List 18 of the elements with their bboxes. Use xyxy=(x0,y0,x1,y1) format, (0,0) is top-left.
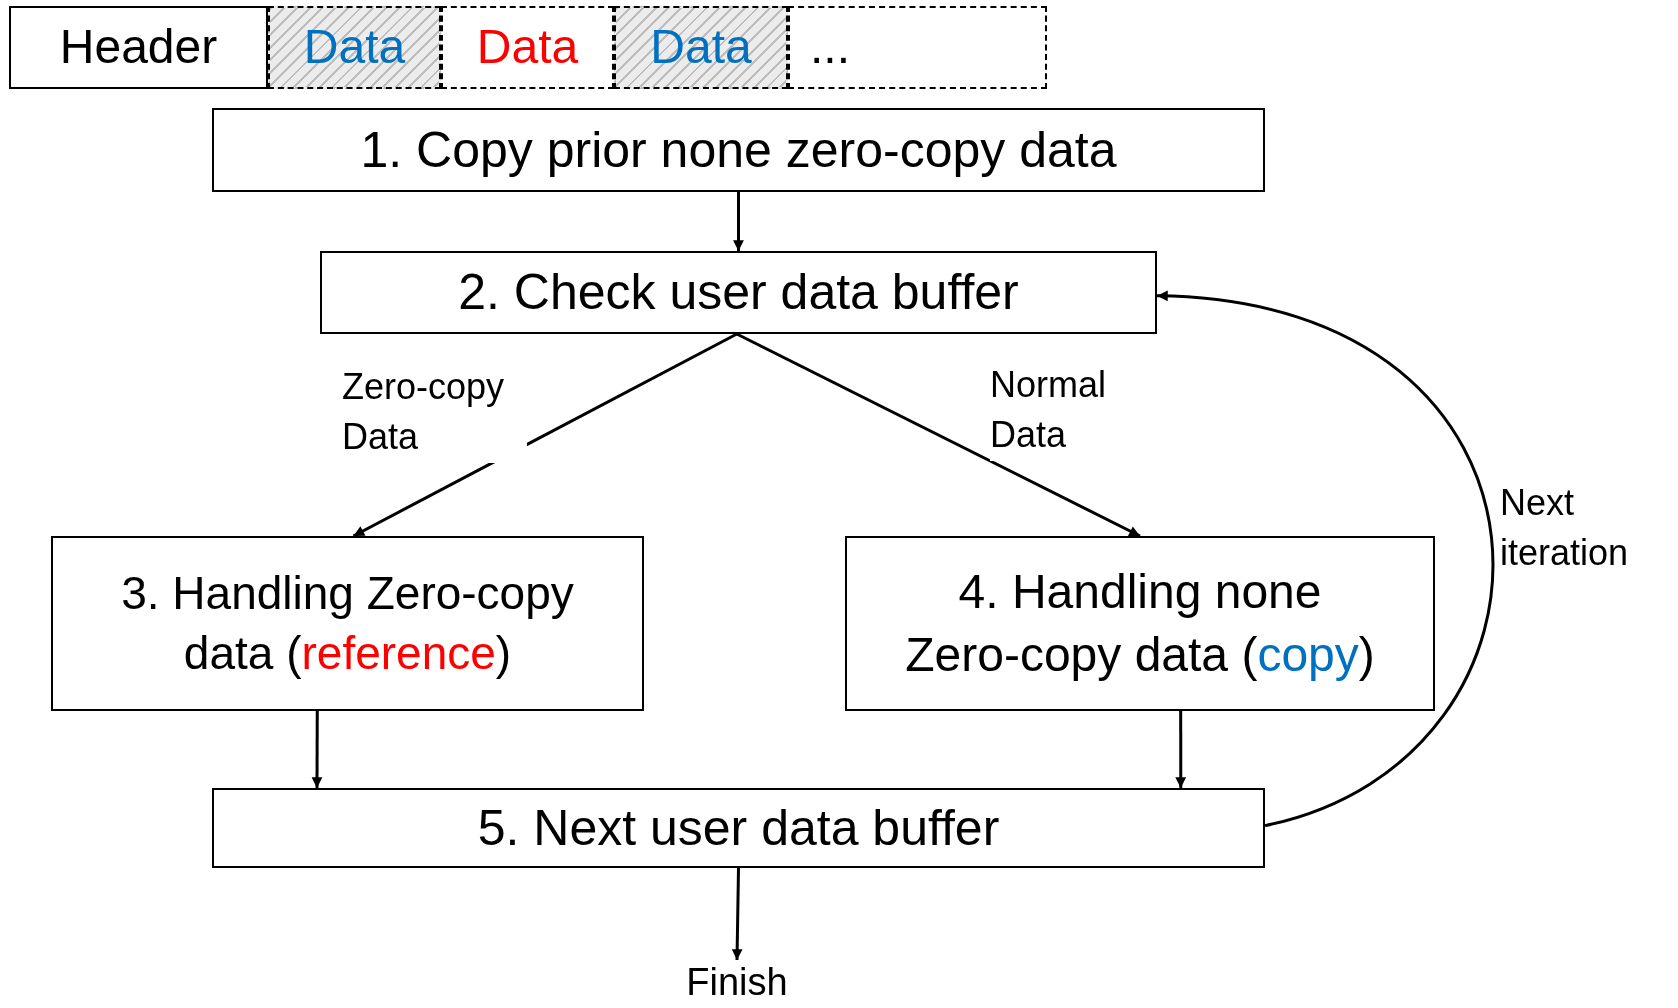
process-box: 4. Handling none Zero-copy data (copy) xyxy=(845,536,1435,711)
arrow xyxy=(1175,711,1187,789)
data-field: Data xyxy=(614,6,788,89)
arrow xyxy=(352,332,738,538)
arrow xyxy=(311,711,323,789)
process-box: 3. Handling Zero-copy data (reference) xyxy=(51,536,644,711)
arrow xyxy=(1156,291,1493,828)
arrow xyxy=(731,867,743,961)
data-field: Data xyxy=(268,6,441,89)
process-box: 1. Copy prior none zero-copy data xyxy=(212,108,1265,192)
arrow xyxy=(733,192,744,252)
end-label: Finish xyxy=(686,960,788,1006)
header-field: Header xyxy=(9,6,268,89)
data-field: Data xyxy=(441,6,614,89)
ellipsis-field: ... xyxy=(788,6,1047,89)
arrow xyxy=(736,332,1141,538)
process-box: 5. Next user data buffer xyxy=(212,788,1265,868)
process-box: 2. Check user data buffer xyxy=(320,251,1157,334)
